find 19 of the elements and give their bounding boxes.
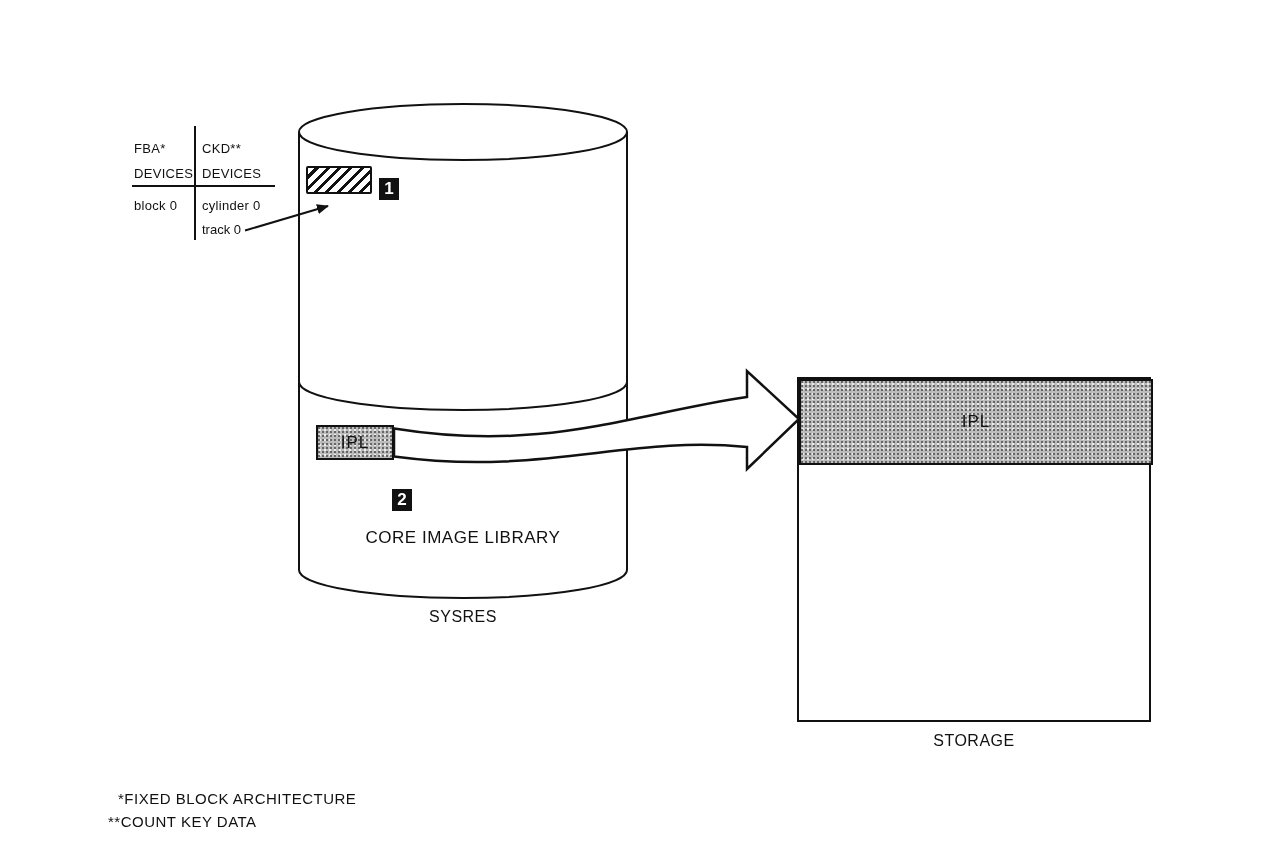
ipl-area [799,379,1153,465]
ipl-text: IPL [340,432,370,453]
ipl-block [316,425,394,460]
column-header: CKD** DEVICES [202,140,263,183]
callout-number: 1 [379,178,399,200]
ipl-text: IPL [961,412,991,432]
callout-number: 2 [392,489,412,511]
library-label: CORE IMAGE LIBRARY [364,527,562,549]
storage-label: STORAGE [932,732,1016,750]
footnote: *FIXED BLOCK ARCHITECTURE [118,790,357,807]
cylinder-label: SYSRES [428,608,498,626]
table-cell: block 0 [134,198,178,213]
arrow [244,204,329,232]
column-header: FBA* DEVICES [134,140,192,183]
footnote: **COUNT KEY DATA [108,813,257,830]
text-label: track 0 [202,222,241,237]
hatched-block [306,166,372,194]
table-cell: cylinder 0 [202,198,261,213]
block-arrow [392,369,801,471]
